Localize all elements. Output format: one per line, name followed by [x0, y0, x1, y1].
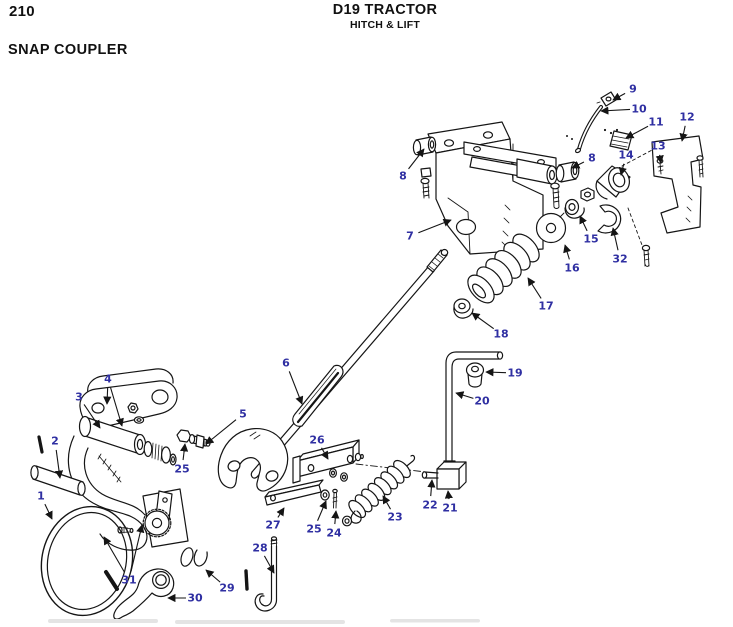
part-washer-16	[535, 212, 567, 244]
part-nut-bushing-15	[564, 187, 595, 219]
leader-line-15	[579, 215, 588, 232]
leader-line-27	[276, 507, 285, 518]
part-rod-10	[574, 105, 603, 154]
part-block-21	[436, 460, 467, 490]
part-spring-17	[467, 233, 540, 304]
leader-line-1	[44, 503, 53, 520]
leader-line-17	[527, 277, 542, 299]
page-subtitle: HITCH & LIFT	[349, 19, 421, 31]
part-shaft-6	[250, 248, 449, 479]
leader-line-31	[130, 524, 145, 572]
section-title: SNAP COUPLER	[8, 42, 128, 58]
speck-marks	[566, 128, 619, 140]
part-oval-plate-1	[40, 505, 134, 617]
part-lever-assembly	[67, 368, 189, 551]
leader-line-25	[317, 500, 327, 521]
part-bolt-5	[176, 429, 211, 449]
page-title: D19 TRACTOR	[332, 2, 438, 18]
washers-24-25	[320, 468, 353, 527]
leader-line-16	[563, 244, 572, 260]
leader-line-12	[679, 125, 688, 142]
leader-line-5	[205, 419, 237, 445]
leader-line-21	[444, 490, 453, 500]
screw-lower-right	[641, 244, 651, 267]
leader-line-28	[263, 555, 275, 574]
leader-line-14	[618, 163, 627, 176]
part-bushing-8-right	[555, 161, 580, 183]
leader-line-8	[571, 160, 585, 169]
part-fork-clevis	[217, 427, 289, 492]
bolt-fastener	[420, 167, 432, 199]
part-pin-2	[30, 435, 86, 496]
leader-line-26	[320, 447, 329, 460]
leader-line-29	[205, 569, 221, 583]
part-rod-20	[445, 351, 504, 469]
leader-line-13	[655, 154, 664, 164]
part-bushing-8-left	[412, 136, 437, 156]
leader-line-6	[288, 371, 304, 405]
leader-line-32	[610, 227, 619, 251]
page-header: D19 TRACTOR HITCH & LIFT	[333, 2, 438, 31]
leader-line-18	[471, 312, 495, 330]
leader-line-8	[408, 148, 425, 170]
leader-line-23	[382, 495, 392, 510]
leader-line-4	[103, 387, 112, 405]
leader-line-11	[625, 125, 649, 139]
part-hook-30	[113, 568, 175, 620]
part-rings-29	[180, 547, 208, 567]
part-pin-22	[421, 471, 439, 479]
screw-far-right	[696, 155, 704, 178]
page-number: 210	[9, 3, 35, 20]
part-main-bracket-7	[427, 121, 558, 255]
part-block-26	[292, 439, 364, 484]
part-clamp-32	[597, 204, 622, 234]
part-nut-19	[465, 362, 485, 388]
callout-leader-lines	[44, 92, 688, 603]
leader-line-20	[455, 391, 474, 400]
part-bushing-18	[453, 298, 474, 319]
leader-line-7	[418, 218, 452, 234]
part-cylinder-14	[595, 165, 631, 200]
part-rod-28	[244, 536, 278, 612]
leader-line-9	[612, 92, 626, 101]
leader-line-2	[54, 449, 64, 479]
leader-line-25	[180, 443, 189, 461]
part-fitting-9	[596, 91, 617, 107]
screw-fastener	[550, 182, 560, 209]
leader-line-22	[427, 479, 436, 497]
part-spring-23	[348, 454, 416, 524]
part-bracket-12	[651, 135, 704, 234]
part-plate-27	[264, 479, 324, 506]
part-plate-11	[609, 130, 633, 151]
leader-line-3	[83, 404, 101, 429]
leader-line-19	[485, 368, 507, 377]
leader-line-4	[110, 387, 124, 427]
leader-line-10	[600, 106, 631, 115]
scan-artifacts	[48, 619, 480, 624]
leader-line-31	[103, 536, 125, 573]
leader-line-24	[331, 510, 340, 525]
